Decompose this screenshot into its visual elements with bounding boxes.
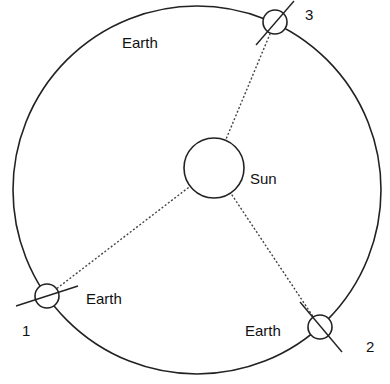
earth-label: Earth bbox=[245, 322, 281, 339]
sun-circle bbox=[184, 138, 244, 198]
earth-axis bbox=[256, 1, 294, 45]
orbit-circle bbox=[13, 6, 381, 374]
position-number: 3 bbox=[305, 6, 313, 23]
position-number: 2 bbox=[366, 338, 374, 355]
earth-label: Earth bbox=[86, 290, 122, 307]
earth-label: Earth bbox=[122, 34, 158, 51]
earth-axis bbox=[16, 286, 78, 306]
position-number: 1 bbox=[22, 322, 30, 339]
earth-axis bbox=[300, 302, 342, 352]
sun-label: Sun bbox=[250, 170, 277, 187]
sun-earth-line bbox=[47, 168, 214, 296]
